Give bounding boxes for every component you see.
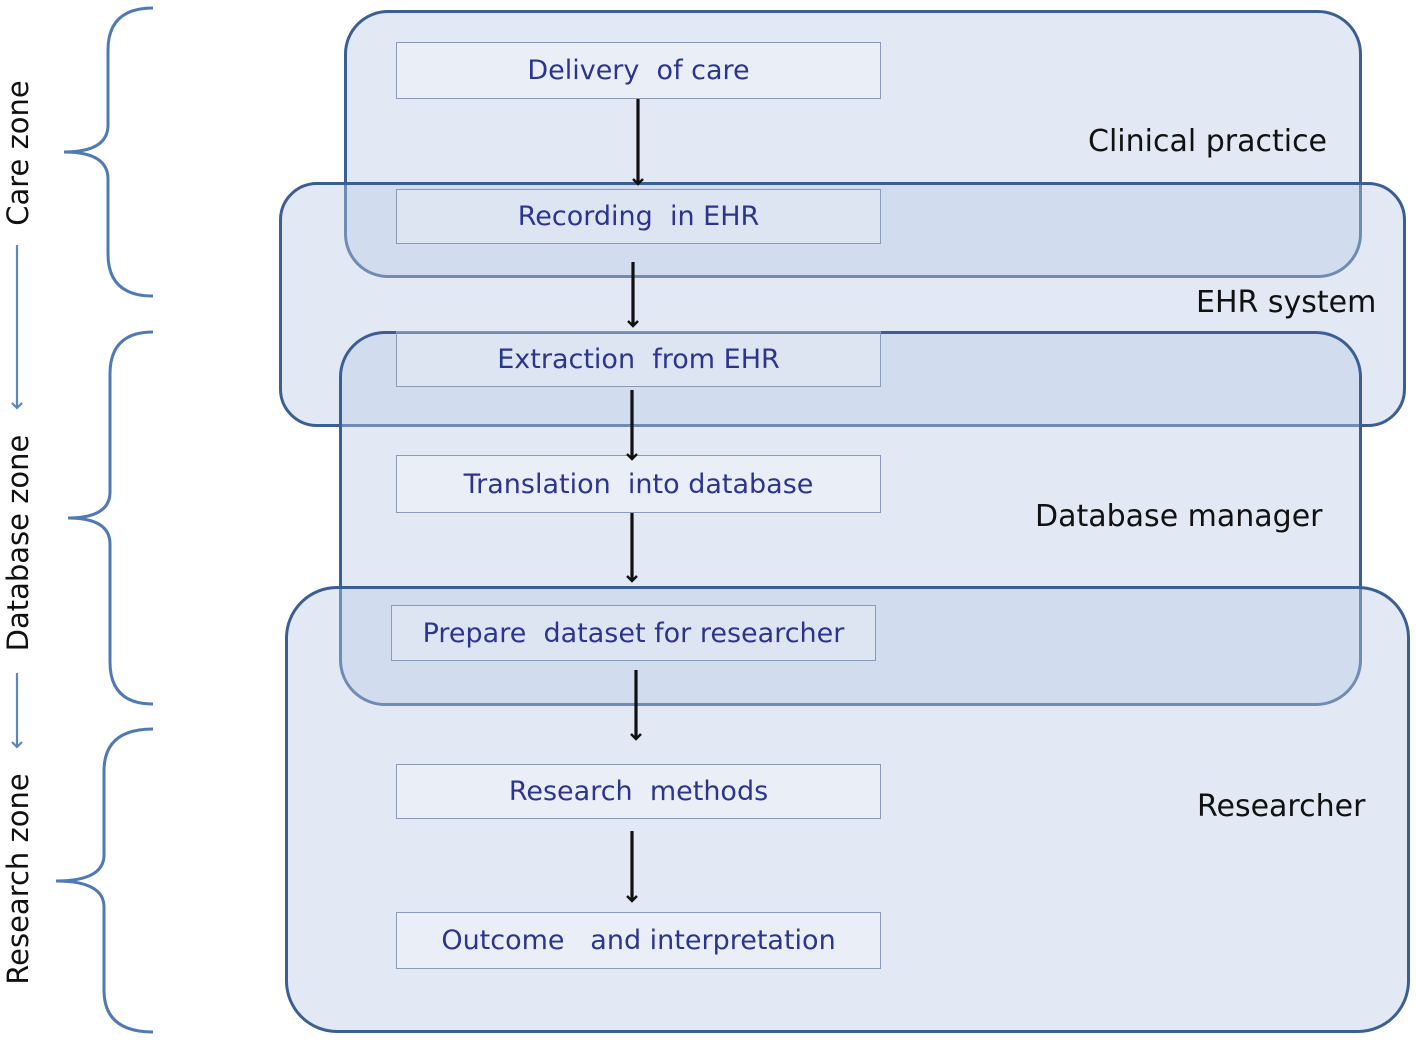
step-outcome-and-interpretation: Outcome and interpretation	[396, 912, 881, 969]
step-research-methods: Research methods	[396, 764, 881, 819]
ehr-system-label: EHR system	[1196, 285, 1377, 320]
care-zone-label: Care zone	[1, 80, 35, 226]
step-recording-in-ehr: Recording in EHR	[396, 189, 881, 244]
researcher-label: Researcher	[1197, 789, 1366, 824]
step-prepare-dataset: Prepare dataset for researcher	[391, 605, 876, 661]
step-extraction-from-ehr: Extraction from EHR	[396, 331, 881, 387]
database-zone-brace	[67, 330, 154, 706]
clinical-practice-label: Clinical practice	[1088, 124, 1328, 159]
step-delivery-of-care: Delivery of care	[396, 42, 881, 99]
research-zone-label: Research zone	[1, 773, 35, 985]
database-manager-zone	[339, 331, 1362, 706]
care-zone-brace	[63, 6, 154, 298]
clinical-practice-zone	[344, 10, 1362, 278]
database-zone-label: Database zone	[1, 434, 35, 652]
step-translation-into-database: Translation into database	[396, 455, 881, 513]
research-zone-brace	[55, 727, 154, 1034]
database-manager-label: Database manager	[1035, 499, 1323, 534]
